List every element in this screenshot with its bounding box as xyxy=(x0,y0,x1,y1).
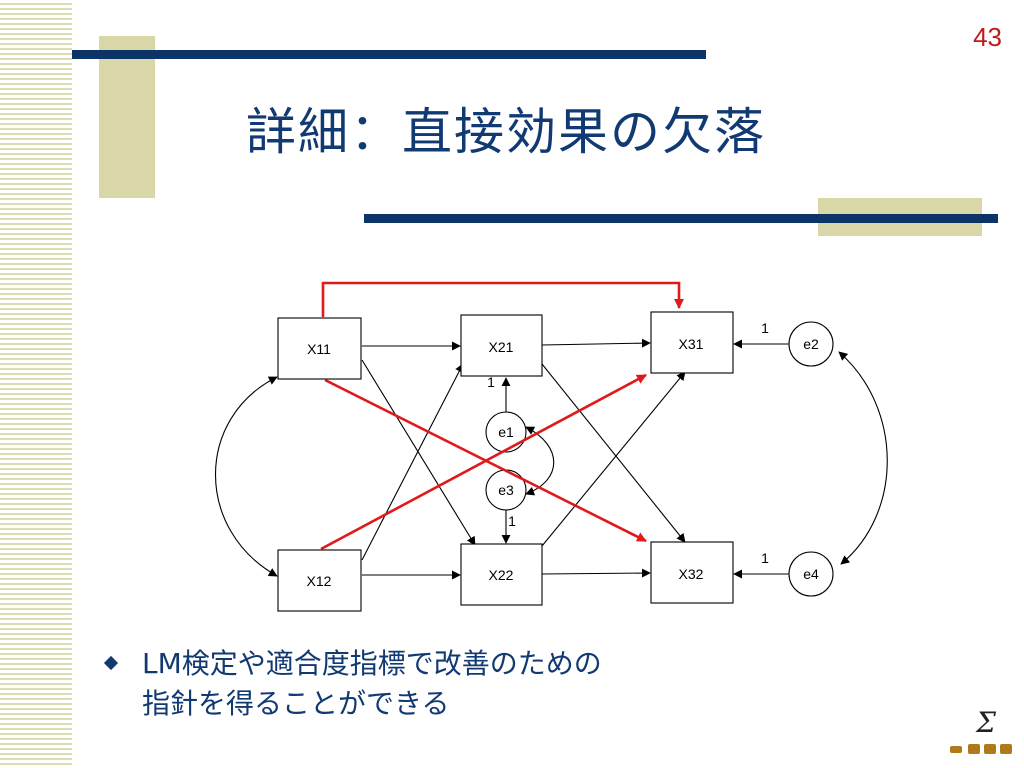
path-x12-x21 xyxy=(361,363,464,561)
node-x31-label: X31 xyxy=(679,336,704,352)
covariance-e2-e4 xyxy=(838,351,888,565)
node-e1-circle xyxy=(485,411,527,453)
weight-e3-x22: 1 xyxy=(508,513,516,529)
node-x11-label: X11 xyxy=(307,341,331,357)
slide-number: 43 xyxy=(973,22,1002,52)
node-x32-label: X32 xyxy=(679,566,704,582)
title-bar-top xyxy=(72,50,706,59)
bullet-text: LM検定や適合度指標で改善のための 指針を得ることができる xyxy=(142,644,602,724)
diamond-bullet-icon xyxy=(103,655,119,671)
path-x11-x22 xyxy=(361,359,476,546)
weight-e2-x31: 1 xyxy=(761,320,769,336)
node-e2-circle xyxy=(788,321,834,367)
node-x21-box xyxy=(460,314,543,377)
node-x12-box xyxy=(277,549,362,612)
svg-text:Σ: Σ xyxy=(975,706,996,739)
slide-title: 詳細：直接効果の欠落 xyxy=(246,103,766,161)
red-path-x11-x31 xyxy=(321,281,684,317)
weight-e4-x32: 1 xyxy=(761,550,769,566)
path-diagram: X11 X12 X21 X22 X31 X32 e1 e3 e2 e4 1 1 … xyxy=(214,281,888,612)
node-e1-label: e1 xyxy=(498,424,514,440)
path-x22-x32 xyxy=(541,568,651,578)
red-path-x12-x31 xyxy=(320,373,647,551)
bullet-line-1: LM検定や適合度指標で改善のための xyxy=(142,647,602,680)
path-x21-x32 xyxy=(541,363,686,543)
node-x12-label: X12 xyxy=(307,573,332,589)
weight-e1-x21: 1 xyxy=(487,374,495,390)
covariance-x11-x12 xyxy=(214,376,278,577)
node-e4-circle xyxy=(788,551,834,597)
sigma-icon: Σ xyxy=(950,706,1012,754)
node-x32-box xyxy=(650,541,734,604)
bullet-line-2: 指針を得ることができる xyxy=(142,687,450,720)
node-x22-box xyxy=(460,543,543,606)
path-x21-x31 xyxy=(541,338,651,348)
node-x31-box xyxy=(650,311,734,374)
node-x22-label: X22 xyxy=(489,567,514,583)
node-x21-label: X21 xyxy=(489,339,514,355)
striped-sidebar xyxy=(0,0,72,768)
tan-block-top xyxy=(99,36,155,198)
path-x22-x31 xyxy=(541,371,686,547)
node-e2-label: e2 xyxy=(803,336,819,352)
node-e4-label: e4 xyxy=(803,566,819,582)
title-bar-bottom xyxy=(364,214,998,223)
node-x11-box xyxy=(277,317,362,380)
node-e3-label: e3 xyxy=(498,482,514,498)
